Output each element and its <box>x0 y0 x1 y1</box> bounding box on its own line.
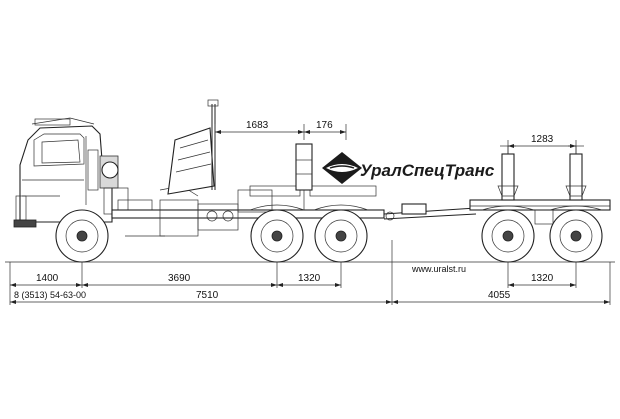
dimension-top-trailer: 1283 <box>507 134 577 154</box>
truck-wheel-rear-2 <box>314 209 368 263</box>
trailer-fender-2 <box>549 205 603 211</box>
dimension-row-2: 8 (3513) 54-63-00 7510 4055 <box>10 240 611 305</box>
dim-1320-truck: 1320 <box>298 273 321 284</box>
dim-1400: 1400 <box>36 273 59 284</box>
truck-wheel-rear-1 <box>250 209 304 263</box>
dim-4055: 4055 <box>488 290 511 301</box>
trailer <box>469 145 611 263</box>
trailer-stanchion-right <box>565 145 587 201</box>
trailer-fender-1 <box>481 205 535 211</box>
dim-1283: 1283 <box>531 134 554 145</box>
trailer-wheel-2 <box>549 209 603 263</box>
truck-wheel-front <box>55 209 109 263</box>
crane-block <box>167 99 219 195</box>
truck-cab <box>13 117 113 228</box>
logo-emblem <box>322 152 362 184</box>
dim-1320-trailer: 1320 <box>531 273 554 284</box>
dim-1683: 1683 <box>246 120 269 131</box>
truck-fender-1 <box>249 204 305 211</box>
truck-fender-2 <box>313 204 369 211</box>
truck-engine-area <box>99 155 153 217</box>
trailer-wheel-1 <box>481 209 535 263</box>
website-url: www.uralst.ru <box>411 264 466 274</box>
logo-text: УралСпецТранс <box>360 161 495 180</box>
trailer-stanchion-left <box>497 145 519 201</box>
dimension-row-1: 1400 3690 1320 1320 <box>9 262 577 305</box>
dim-3690: 3690 <box>168 273 191 284</box>
dim-7510: 7510 <box>196 290 219 301</box>
tow-bar <box>383 203 477 221</box>
truck-stanchion <box>295 143 313 210</box>
phone-number: 8 (3513) 54-63-00 <box>14 290 86 300</box>
truck <box>13 99 385 263</box>
dim-176: 176 <box>316 120 333 131</box>
dimension-top-truck: 1683 176 <box>214 120 347 140</box>
company-logo: УралСпецТранс <box>322 152 495 184</box>
